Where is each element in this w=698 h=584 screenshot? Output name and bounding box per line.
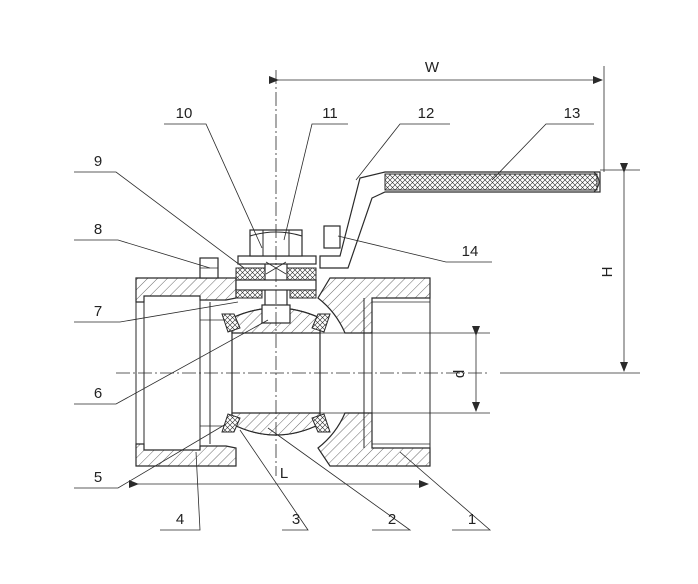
- stem-assembly: [199, 229, 317, 324]
- callout-9: 9: [94, 153, 102, 170]
- dimension-labels: W H d L: [280, 59, 616, 482]
- callout-7: 7: [94, 303, 102, 320]
- dimension-d-label: d: [451, 370, 468, 378]
- handle: [319, 171, 601, 269]
- callout-4: 4: [176, 511, 184, 528]
- dimension-l-label: L: [280, 465, 288, 482]
- dimension-w-label: W: [425, 59, 440, 76]
- seats: [221, 313, 331, 433]
- callout-13: 13: [564, 105, 581, 122]
- callout-3: 3: [292, 511, 300, 528]
- callout-11: 11: [322, 105, 338, 122]
- leader-lines: [74, 123, 594, 531]
- callout-2: 2: [388, 511, 396, 528]
- callout-12: 12: [418, 105, 435, 122]
- callout-10: 10: [176, 105, 193, 122]
- ball: [231, 307, 321, 436]
- callout-14: 14: [462, 243, 479, 260]
- centerlines: [116, 70, 490, 476]
- thread-lines: [144, 295, 430, 451]
- callout-labels: 10 11 12 13 9 8 14 7 6 5 4 3 2 1: [94, 105, 581, 528]
- dimension-lines: [129, 66, 640, 488]
- callout-5: 5: [94, 469, 102, 486]
- callout-6: 6: [94, 385, 102, 402]
- callout-1: 1: [468, 511, 476, 528]
- dimension-h-label: H: [599, 267, 616, 278]
- callout-8: 8: [94, 221, 102, 238]
